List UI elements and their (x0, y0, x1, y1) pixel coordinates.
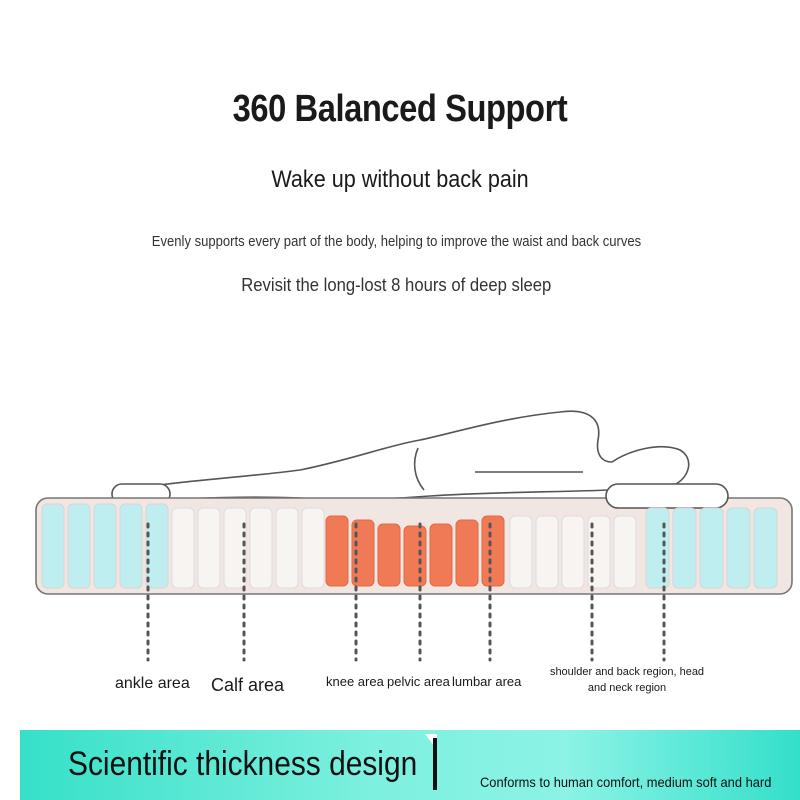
coil-white (301, 507, 325, 589)
coil-cyan (145, 503, 169, 589)
body-silhouette (119, 410, 690, 501)
coil-white (171, 507, 195, 589)
banner-title: Scientific thickness design (68, 745, 418, 783)
banner-subtitle: Conforms to human comfort, medium soft a… (480, 774, 772, 790)
zone-label-pelvic: pelvic area (387, 674, 450, 689)
page-subtitle: Wake up without back pain (271, 166, 529, 193)
coil-white (613, 515, 637, 589)
zone-label-lumbar: lumbar area (452, 674, 522, 689)
coil-cyan (699, 507, 724, 589)
zone-label-knee: knee area (326, 674, 384, 689)
coil-orange (377, 523, 401, 587)
coil-white (197, 507, 221, 589)
banner-divider-bar (433, 738, 437, 790)
coil-orange (429, 523, 453, 587)
coil-cyan (645, 507, 670, 589)
coil-orange (455, 519, 479, 587)
coil-cyan (67, 503, 91, 589)
coil-white (561, 515, 585, 589)
coil-cyan (753, 507, 778, 589)
pillow (605, 483, 729, 509)
coil-cyan (672, 507, 697, 589)
description-text: Evenly supports every part of the body, … (151, 234, 642, 250)
coil-white (249, 507, 273, 589)
tagline-text: Revisit the long-lost 8 hours of deep sl… (241, 274, 552, 295)
bottom-banner: Scientific thickness design Conforms to … (20, 730, 800, 800)
coil-white (509, 515, 533, 589)
coil-cyan (41, 503, 65, 589)
zone-label-calf: Calf area (211, 675, 285, 695)
coil-white (275, 507, 299, 589)
coil-orange (325, 515, 349, 587)
zone-label-shoulder: shoulder and back region, head and neck … (549, 666, 705, 694)
mattress-illustration (35, 410, 793, 662)
zone-label-ankle: ankle area (115, 675, 190, 692)
coil-cyan (726, 507, 751, 589)
coil-white (223, 507, 247, 589)
coil-cyan (119, 503, 143, 589)
coil-cyan (93, 503, 117, 589)
page-title: 360 Balanced Support (232, 88, 568, 130)
coil-orange (481, 515, 505, 587)
coil-orange (403, 525, 427, 587)
coil-white (535, 515, 559, 589)
